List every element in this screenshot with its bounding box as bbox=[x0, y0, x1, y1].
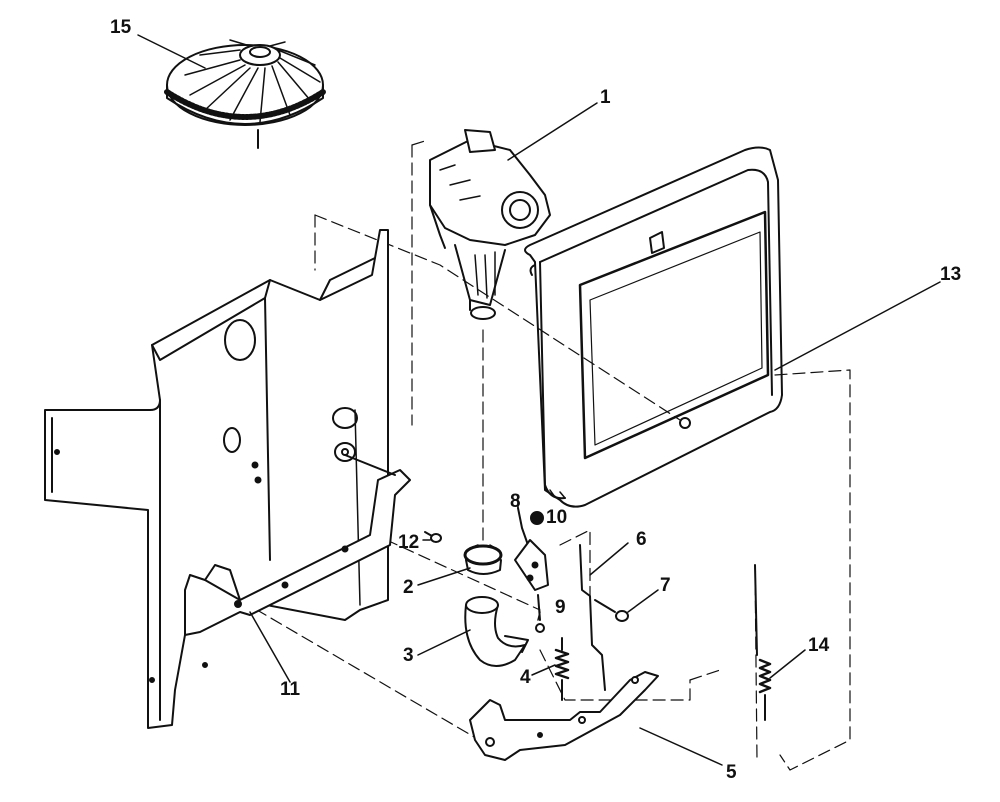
flywheel-fan-part bbox=[164, 39, 326, 149]
callout-5: 5 bbox=[726, 762, 737, 783]
throttle-link-part bbox=[514, 507, 549, 591]
elbow-hose-part bbox=[464, 596, 529, 667]
leader-lines bbox=[137, 34, 941, 766]
callout-6: 6 bbox=[636, 529, 647, 550]
callout-3: 3 bbox=[403, 645, 414, 666]
air-filter-housing-part bbox=[524, 146, 783, 508]
callout-11: 11 bbox=[280, 679, 301, 700]
callout-14: 14 bbox=[808, 635, 830, 656]
callout-12: 12 bbox=[398, 532, 420, 553]
hose-clamp-part bbox=[463, 544, 503, 575]
callout-13: 13 bbox=[940, 264, 962, 285]
bolt-part bbox=[594, 599, 629, 622]
callout-8: 8 bbox=[510, 491, 521, 512]
screw-part bbox=[344, 454, 442, 543]
callout-15: 15 bbox=[110, 17, 132, 38]
callout-7: 7 bbox=[660, 575, 671, 596]
callout-4: 4 bbox=[520, 667, 531, 688]
callout-2: 2 bbox=[403, 577, 414, 598]
governor-spring-part bbox=[754, 564, 772, 721]
callout-9: 9 bbox=[555, 597, 566, 618]
callout-10: 10 bbox=[546, 507, 568, 528]
mounting-bracket-part bbox=[184, 469, 411, 636]
callout-1: 1 bbox=[600, 87, 611, 108]
knob-part bbox=[530, 511, 544, 525]
assembly-lines bbox=[239, 139, 851, 771]
carburetor-part bbox=[429, 129, 551, 320]
spring-part bbox=[554, 637, 570, 701]
blower-housing-panel bbox=[44, 229, 389, 729]
base-plate-part bbox=[469, 671, 659, 761]
control-rod-part bbox=[579, 544, 606, 691]
